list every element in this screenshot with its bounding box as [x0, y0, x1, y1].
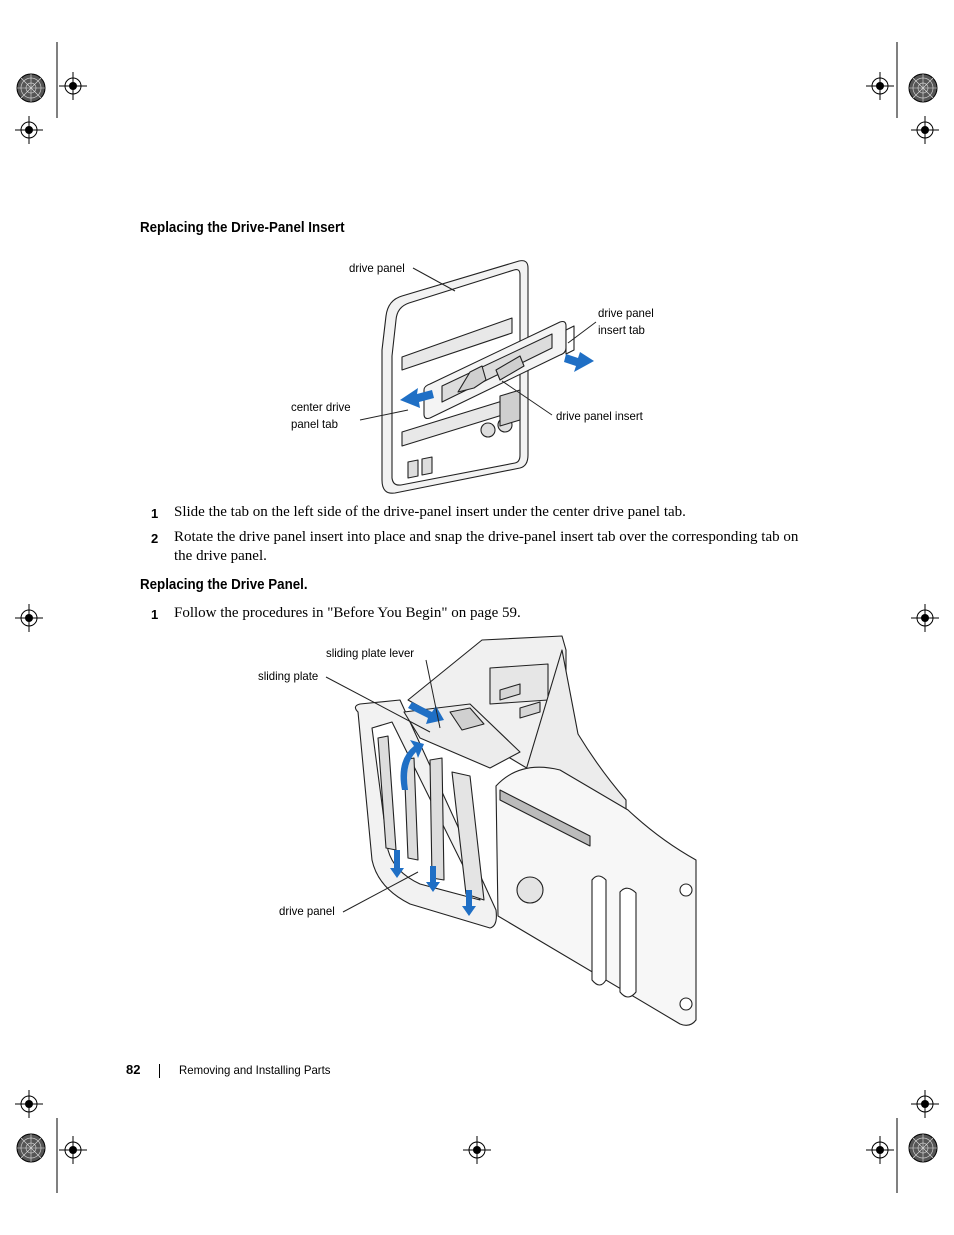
- callout-drive-panel: drive panel: [349, 261, 405, 275]
- figure-drive-panel-replacement: [325, 635, 697, 1026]
- step-text: Follow the procedures in "Before You Beg…: [174, 605, 521, 621]
- page-number: 82: [126, 1062, 141, 1077]
- step-number: 1: [151, 506, 159, 521]
- footer-chapter-title: Removing and Installing Parts: [179, 1063, 331, 1077]
- step-text: Rotate the drive panel insert into place…: [174, 529, 799, 564]
- section-heading-drive-panel: Replacing the Drive Panel.: [140, 577, 308, 593]
- figure-drive-panel-insert: [359, 260, 597, 494]
- callout-drive-panel: drive panel: [279, 904, 335, 918]
- callout-drive-panel-insert-tab: drive panel insert tab: [598, 306, 654, 337]
- step-number: 1: [151, 607, 159, 622]
- step-number: 2: [151, 531, 159, 546]
- callout-drive-panel-insert: drive panel insert: [556, 409, 643, 423]
- callout-sliding-plate-lever: sliding plate lever: [326, 646, 415, 660]
- callout-sliding-plate: sliding plate: [258, 669, 319, 683]
- step-text: Slide the tab on the left side of the dr…: [174, 504, 686, 520]
- callout-center-drive-panel-tab: center drive panel tab: [291, 400, 351, 431]
- footer-separator: [159, 1064, 160, 1078]
- section-heading-drive-panel-insert: Replacing the Drive-Panel Insert: [140, 220, 345, 236]
